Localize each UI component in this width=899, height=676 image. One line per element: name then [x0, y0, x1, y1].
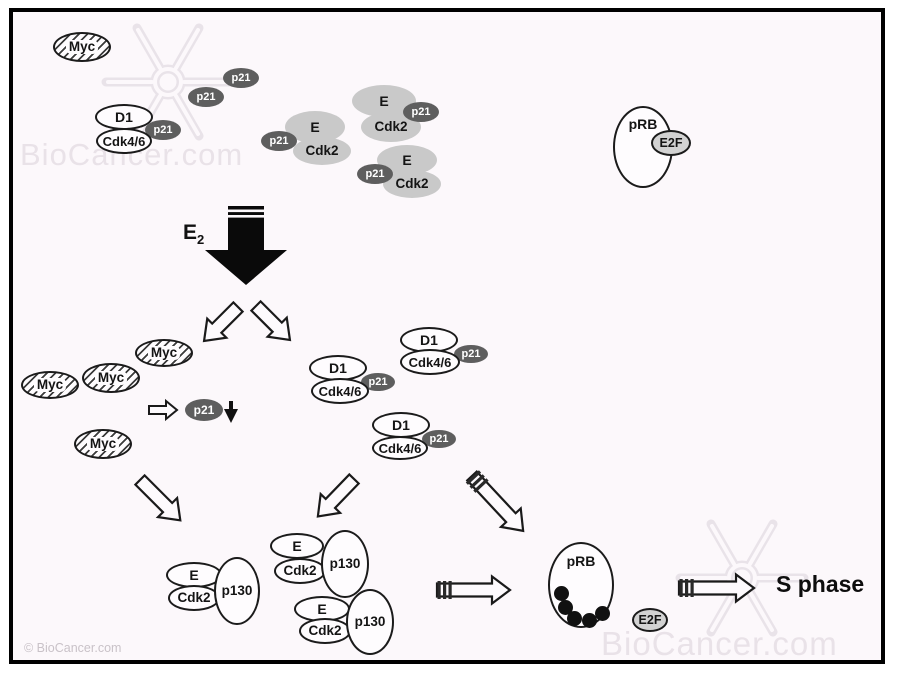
p21-label: p21 — [368, 375, 388, 388]
prb-label: pRB — [566, 553, 596, 569]
cyclin-e-oval-p130-2: E — [270, 533, 324, 559]
e2-base: E — [183, 221, 198, 244]
cdk2-oval-p130-2: Cdk2 — [274, 558, 326, 584]
myc-label: Myc — [147, 346, 181, 360]
p21-free-oval-1: p21 — [223, 68, 259, 88]
p21-label: p21 — [193, 403, 215, 417]
cdk2-label: Cdk2 — [395, 176, 429, 192]
phospho-dot-2 — [558, 600, 573, 615]
d1-to-p130-arrow — [316, 472, 361, 518]
cdk2-label: Cdk2 — [283, 563, 317, 579]
cyclin-e-label: E — [379, 93, 389, 109]
cdk2-oval-p130-3: Cdk2 — [299, 618, 351, 644]
cyclin-d1-oval-3: D1 — [372, 412, 430, 438]
p21-label: p21 — [429, 432, 449, 445]
myc-oval-mid-3: Myc — [21, 371, 79, 399]
cdk2-label: Cdk2 — [177, 590, 211, 606]
watermark-text-bottom: BioCancer.com — [601, 625, 838, 662]
d1-label: D1 — [420, 332, 438, 348]
p21-oval-cdk46-top: p21 — [145, 120, 181, 140]
myc-label: Myc — [65, 40, 99, 54]
myc-to-p130-arrow — [133, 473, 182, 522]
p130-oval-3: p130 — [346, 589, 394, 655]
p130-label: p130 — [329, 556, 361, 572]
p21-label: p21 — [411, 105, 431, 118]
p130-to-prb-striped-arrow — [435, 574, 512, 606]
cdk46-label: Cdk4/6 — [102, 133, 146, 149]
split-arrow-right — [249, 299, 292, 342]
e2f-oval-free: E2F — [632, 608, 668, 632]
phospho-dot-4 — [582, 613, 597, 628]
cyclin-e-label: E — [310, 119, 320, 135]
p21-oval-cdk2-2: p21 — [403, 102, 439, 122]
p21-label: p21 — [196, 90, 216, 103]
phospho-dot-5 — [595, 606, 610, 621]
d1-label: D1 — [329, 360, 347, 376]
cdk2-label: Cdk2 — [308, 623, 342, 639]
cdk2-oval-p130-1: Cdk2 — [168, 585, 220, 611]
cdk2-oval-1: Cdk2 — [293, 137, 351, 165]
p21-oval-cdk2-3: p21 — [357, 164, 393, 184]
e2f-label: E2F — [659, 135, 683, 150]
cyclin-e-label: E — [317, 601, 327, 617]
e2f-oval-bound: E2F — [651, 130, 691, 156]
d1-to-prb-striped-arrow — [465, 470, 525, 533]
e2-stimulus-arrow — [205, 206, 287, 285]
p21-oval-cdk2-1: p21 — [261, 131, 297, 151]
p21-label: p21 — [231, 71, 251, 84]
prb-to-sphase-striped-arrow — [677, 572, 756, 604]
phospho-dot-1 — [554, 586, 569, 601]
myc-to-p21-arrow — [148, 398, 179, 422]
cyclin-e-oval-p130-1: E — [166, 562, 222, 588]
watermark-star-bottom-icon — [675, 519, 809, 637]
p21-oval-d1-3: p21 — [422, 430, 456, 448]
s-phase-label: S phase — [776, 571, 865, 597]
cdk46-label: Cdk4/6 — [318, 383, 362, 399]
p130-label: p130 — [354, 614, 386, 630]
phospho-dot-3 — [567, 611, 582, 626]
myc-oval-mid-4: Myc — [74, 429, 132, 459]
d1-label: D1 — [115, 109, 133, 125]
copyright-text: © BioCancer.com — [24, 641, 122, 655]
myc-oval-mid-1: Myc — [135, 339, 193, 367]
cdk46-oval-top: Cdk4/6 — [96, 128, 152, 154]
p21-label: p21 — [461, 347, 481, 360]
p21-degraded-oval: p21 — [185, 399, 223, 421]
myc-oval-mid-2: Myc — [82, 363, 140, 393]
myc-label: Myc — [33, 378, 67, 392]
myc-oval-top: Myc — [53, 32, 111, 62]
p21-label: p21 — [269, 134, 289, 147]
p21-decrease-arrow-icon — [224, 401, 238, 423]
d1-label: D1 — [392, 417, 410, 433]
p130-label: p130 — [221, 583, 253, 599]
prb-label: pRB — [628, 116, 658, 132]
cdk46-oval-3: Cdk4/6 — [372, 436, 428, 460]
e2f-label: E2F — [638, 612, 662, 627]
cyclin-e-label: E — [292, 538, 302, 554]
p130-oval-1: p130 — [214, 557, 260, 625]
cyclin-e-label: E — [402, 152, 412, 168]
p21-oval-d1-1: p21 — [361, 373, 395, 391]
e2-estrogen-label: E2 — [183, 221, 204, 247]
p21-free-oval-2: p21 — [188, 87, 224, 107]
cyclin-d1-oval-top: D1 — [95, 104, 153, 130]
e2-subscript: 2 — [197, 232, 205, 248]
p21-oval-d1-2: p21 — [454, 345, 488, 363]
split-arrow-left — [202, 300, 245, 343]
cdk46-label: Cdk4/6 — [408, 354, 452, 370]
cdk46-oval-1: Cdk4/6 — [311, 378, 369, 404]
cdk46-label: Cdk4/6 — [378, 440, 422, 456]
watermark-star-top-icon — [101, 23, 235, 141]
p21-label: p21 — [153, 123, 173, 136]
p130-oval-2: p130 — [321, 530, 369, 598]
myc-label: Myc — [94, 371, 128, 385]
p21-label: p21 — [365, 167, 385, 180]
cdk2-label: Cdk2 — [305, 143, 339, 159]
myc-label: Myc — [86, 437, 120, 451]
cdk2-label: Cdk2 — [374, 119, 408, 135]
cdk46-oval-2: Cdk4/6 — [400, 349, 460, 375]
cyclin-e-label: E — [189, 567, 199, 583]
